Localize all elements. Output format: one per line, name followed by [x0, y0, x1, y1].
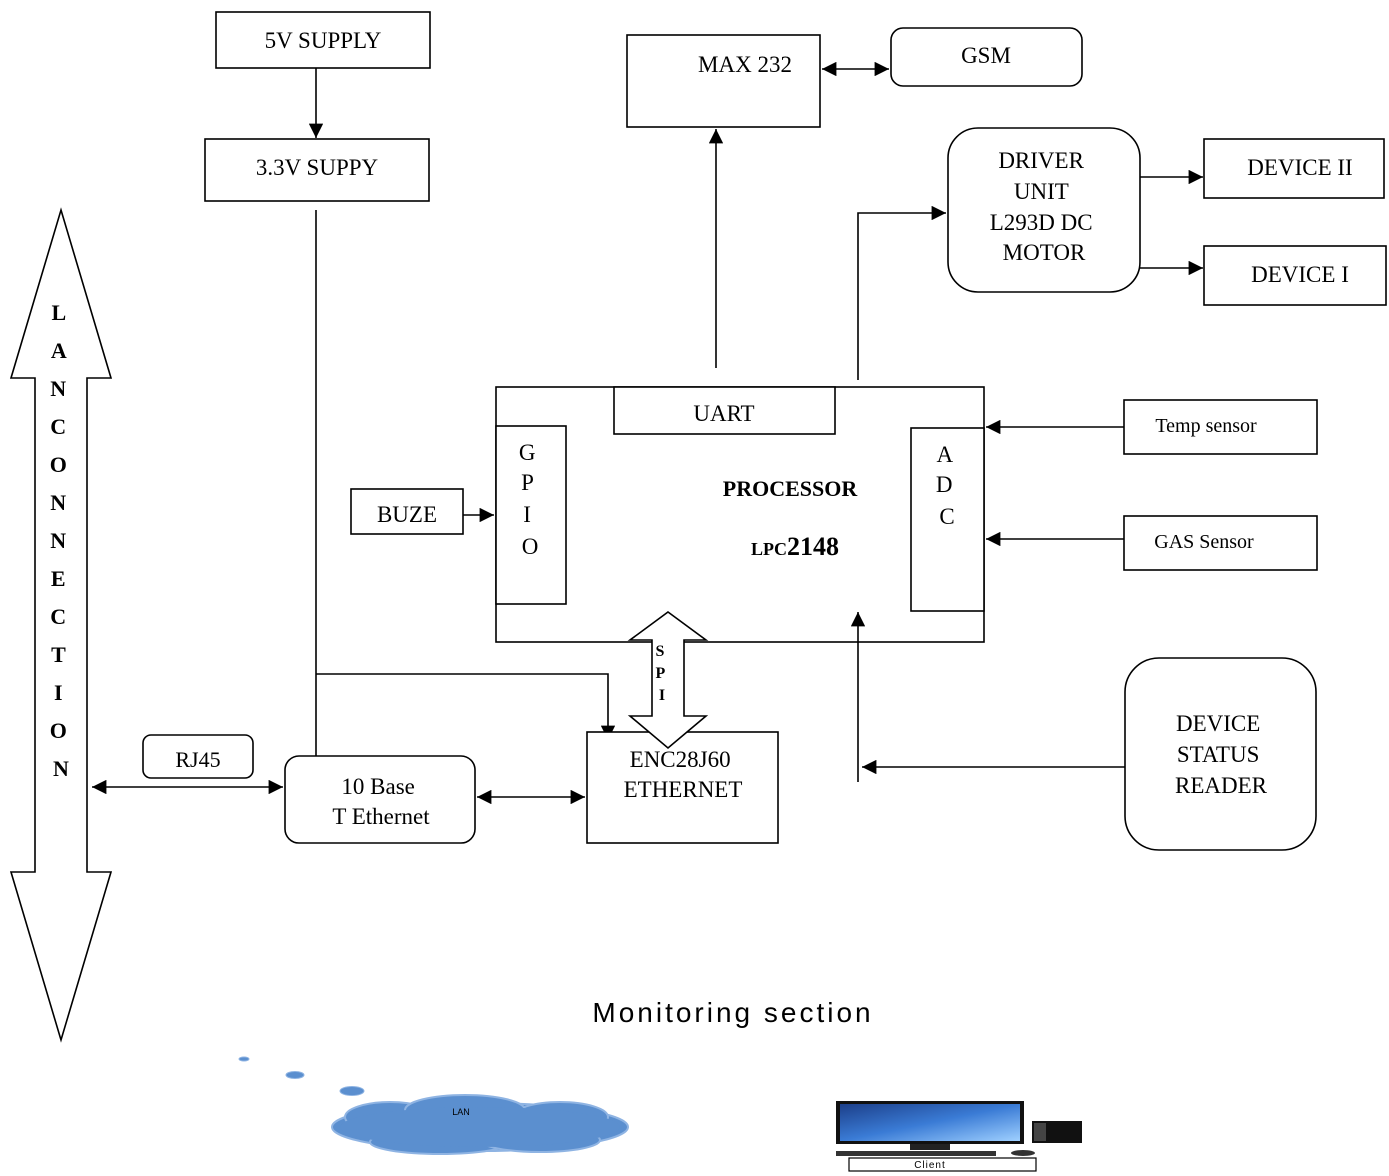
device-1-box	[1203, 245, 1387, 306]
processor-name: PROCESSOR	[723, 476, 859, 501]
uart-label: UART	[693, 401, 754, 426]
device-status-reader-label: DEVICE STATUS READER	[1175, 711, 1268, 798]
gas-sensor-label: GAS Sensor	[1154, 531, 1254, 553]
gsm-label: GSM	[961, 43, 1011, 68]
device-2-box	[1203, 138, 1385, 199]
uart-box	[613, 386, 836, 435]
rj45-label: RJ45	[175, 747, 220, 772]
supply-5v-box	[215, 11, 431, 69]
temp-sensor-label: Temp sensor	[1155, 415, 1257, 437]
lan-cloud-label: LAN	[452, 1107, 470, 1117]
device-1-label: DEVICE I	[1251, 262, 1349, 287]
max232-box	[626, 34, 821, 128]
supply-3v3-box	[204, 138, 430, 202]
ethernet-10base-box	[284, 755, 476, 844]
spi-double-arrow	[627, 611, 709, 750]
client-computer-icon	[836, 1101, 1082, 1156]
rj45-box	[142, 734, 254, 779]
lan-cloud-icon	[238, 1056, 629, 1155]
monitoring-section-title: Monitoring section	[592, 997, 873, 1028]
supply-3v3-label: 3.3V SUPPY	[256, 155, 379, 180]
enc28j60-label: ENC28J60 ETHERNET	[624, 747, 743, 802]
max232-label: MAX 232	[698, 52, 792, 77]
client-label: Client	[914, 1160, 946, 1171]
enc28j60-box	[586, 731, 779, 844]
lan-connection-arrow	[9, 207, 113, 1043]
processor-model: LPC2148	[751, 532, 839, 561]
buzzer-label: BUZE	[377, 502, 437, 527]
gpio-box	[495, 425, 567, 605]
lan-connection-label: L A N C O N N E C T I O N	[50, 300, 73, 781]
gsm-box	[890, 27, 1083, 87]
buzzer-box	[350, 488, 464, 535]
driver-unit-label: DRIVER UNIT L293D DC MOTOR	[990, 148, 1099, 265]
client-label-box	[848, 1157, 1037, 1172]
device-status-reader-box	[1124, 657, 1317, 851]
adc-label: A D C	[936, 442, 958, 529]
arrow-processor-to-driver	[857, 205, 946, 380]
gas-sensor-box	[1123, 515, 1318, 571]
spi-label: S P I	[656, 643, 669, 704]
supply-5v-label: 5V SUPPLY	[265, 28, 382, 53]
driver-unit-box	[947, 127, 1141, 293]
power-line-to-enc	[316, 673, 616, 740]
device-2-label: DEVICE II	[1247, 155, 1352, 180]
temp-sensor-box	[1123, 399, 1318, 455]
ethernet-10base-label: 10 Base T Ethernet	[332, 774, 430, 829]
adc-box	[910, 427, 985, 612]
gpio-label: G P I O	[519, 440, 541, 559]
